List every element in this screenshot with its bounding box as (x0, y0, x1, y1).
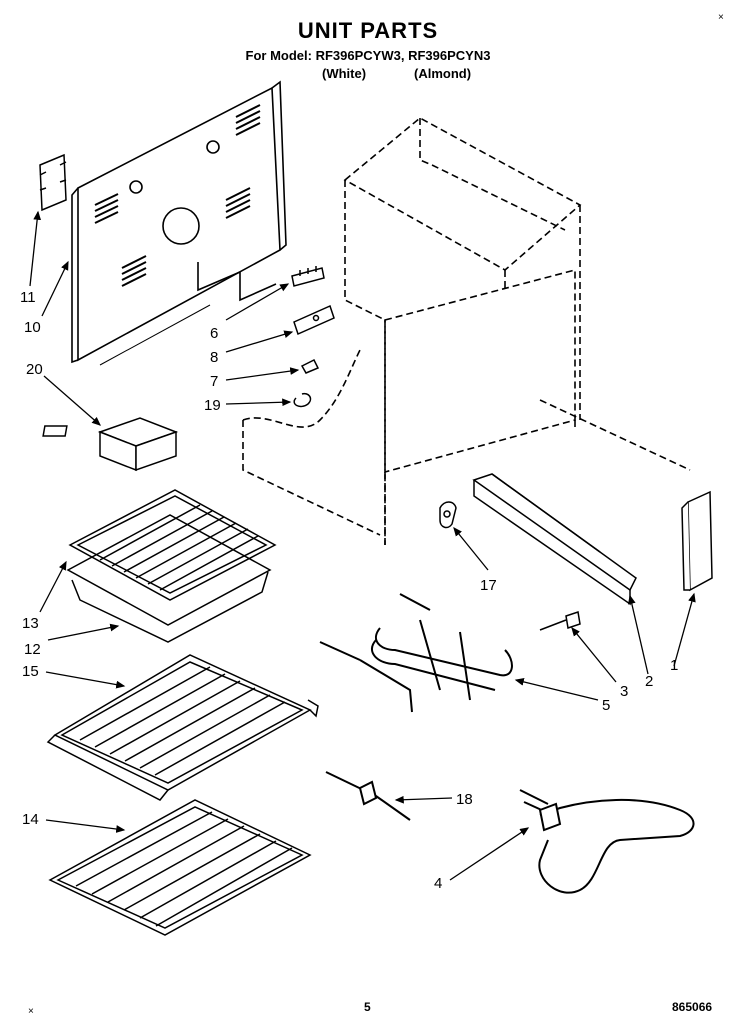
callout-19: 19 (204, 397, 221, 414)
oven-rack-part-15 (46, 654, 319, 801)
oven-cavity-outline (242, 117, 691, 545)
callout-7: 7 (210, 373, 218, 390)
bake-element-part-5 (319, 593, 513, 713)
callout-10: 10 (24, 319, 41, 336)
callout-2: 2 (645, 673, 653, 690)
clip-part-7 (300, 358, 320, 374)
callout-17: 17 (480, 577, 497, 594)
frame-rail-part-2 (472, 473, 637, 606)
component-box-part-20 (42, 417, 179, 472)
bracket-part-8 (293, 304, 335, 336)
callout-6: 6 (210, 325, 218, 342)
document-code: 865066 (672, 1000, 713, 1014)
color-variant-white: (White) (322, 66, 367, 81)
panel-bracket-part-11 (39, 153, 67, 212)
callout-8: 8 (210, 349, 218, 366)
callout-5: 5 (602, 697, 610, 714)
terminal-block-part-6 (291, 266, 325, 287)
side-panel-part-1 (681, 490, 713, 592)
callout-15: 15 (22, 663, 39, 680)
plate-part-17 (439, 501, 457, 529)
corner-mark-bottom: × (28, 1006, 34, 1017)
model-numbers: For Model: RF396PCYW3, RF396PCYN3 (245, 48, 491, 63)
broil-element-part-4 (519, 789, 695, 894)
callout-4: 4 (434, 875, 442, 892)
callout-14: 14 (22, 811, 39, 828)
callout-12: 12 (24, 641, 41, 658)
callout-leaders (29, 210, 696, 881)
callout-1: 1 (670, 657, 678, 674)
page-number: 5 (364, 1000, 371, 1014)
callout-13: 13 (22, 615, 39, 632)
broiler-grid-part-13 (68, 489, 277, 601)
temperature-sensor-part-18 (325, 771, 411, 821)
wire-retainer-part-19 (293, 392, 312, 408)
rear-panel-part-10 (71, 80, 287, 366)
oven-rack-part-14 (48, 799, 312, 936)
clip-part-3 (539, 611, 581, 631)
broiler-pan-part-12 (66, 514, 272, 643)
color-variant-almond: (Almond) (414, 66, 472, 81)
callout-labels: 11 10 6 8 7 19 20 13 12 15 14 17 3 2 1 5… (20, 289, 678, 892)
callout-3: 3 (620, 683, 628, 700)
corner-mark-top: × (718, 12, 724, 23)
page-title: UNIT PARTS (297, 18, 439, 43)
callout-20: 20 (26, 361, 43, 378)
callout-18: 18 (456, 791, 473, 808)
callout-11: 11 (20, 289, 36, 306)
